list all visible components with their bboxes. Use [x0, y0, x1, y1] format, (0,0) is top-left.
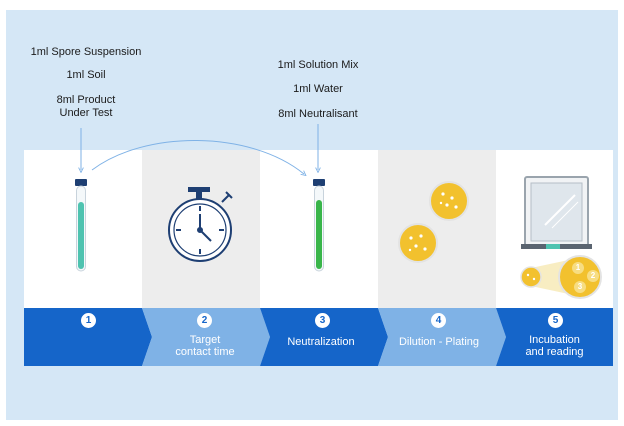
step-2-label: Target contact time — [175, 334, 235, 358]
step-ribbon — [24, 308, 613, 366]
ribbon-segment-2 — [142, 308, 270, 366]
step-1-number: 1 — [81, 313, 96, 328]
ribbon-segment-3 — [260, 308, 388, 366]
step-4-number: 4 — [431, 313, 446, 328]
ribbon-segment-5 — [496, 308, 613, 366]
step-4-area — [378, 150, 496, 308]
ribbon-segment-4 — [378, 308, 506, 366]
test-tube-3-icon — [313, 179, 325, 272]
step-5-number: 5 — [548, 313, 563, 328]
ribbon-segment-1 — [24, 308, 152, 366]
step-4-label: Dilution - Plating — [398, 336, 480, 348]
petri-dish-top-icon — [429, 181, 469, 221]
step-2-number: 2 — [197, 313, 212, 328]
input-water: 1ml Water — [293, 83, 343, 95]
step-3-number: 3 — [315, 313, 330, 328]
input-soil: 1ml Soil — [66, 69, 106, 81]
transfer-arc-arrow — [91, 140, 304, 174]
petri-dish-bottom-icon — [398, 223, 438, 263]
colony-count-2: 2 — [587, 270, 599, 282]
colony-count-1: 1 — [572, 262, 584, 274]
input-spore-suspension: 1ml Spore Suspension — [30, 46, 142, 58]
input-product-under-test: 8ml Product Under Test — [56, 94, 116, 119]
stopwatch-icon — [168, 187, 233, 262]
input-neutralisant: 8ml Neutralisant — [278, 108, 358, 120]
incubator-icon — [521, 176, 592, 249]
plate-reading-icon — [520, 255, 602, 299]
input-solution-mix: 1ml Solution Mix — [277, 59, 359, 71]
step-5-label: Incubation and reading — [525, 334, 584, 358]
colony-count-3: 3 — [574, 281, 586, 293]
step-3-label: Neutralization — [287, 336, 355, 348]
test-tube-1-icon — [75, 179, 87, 272]
